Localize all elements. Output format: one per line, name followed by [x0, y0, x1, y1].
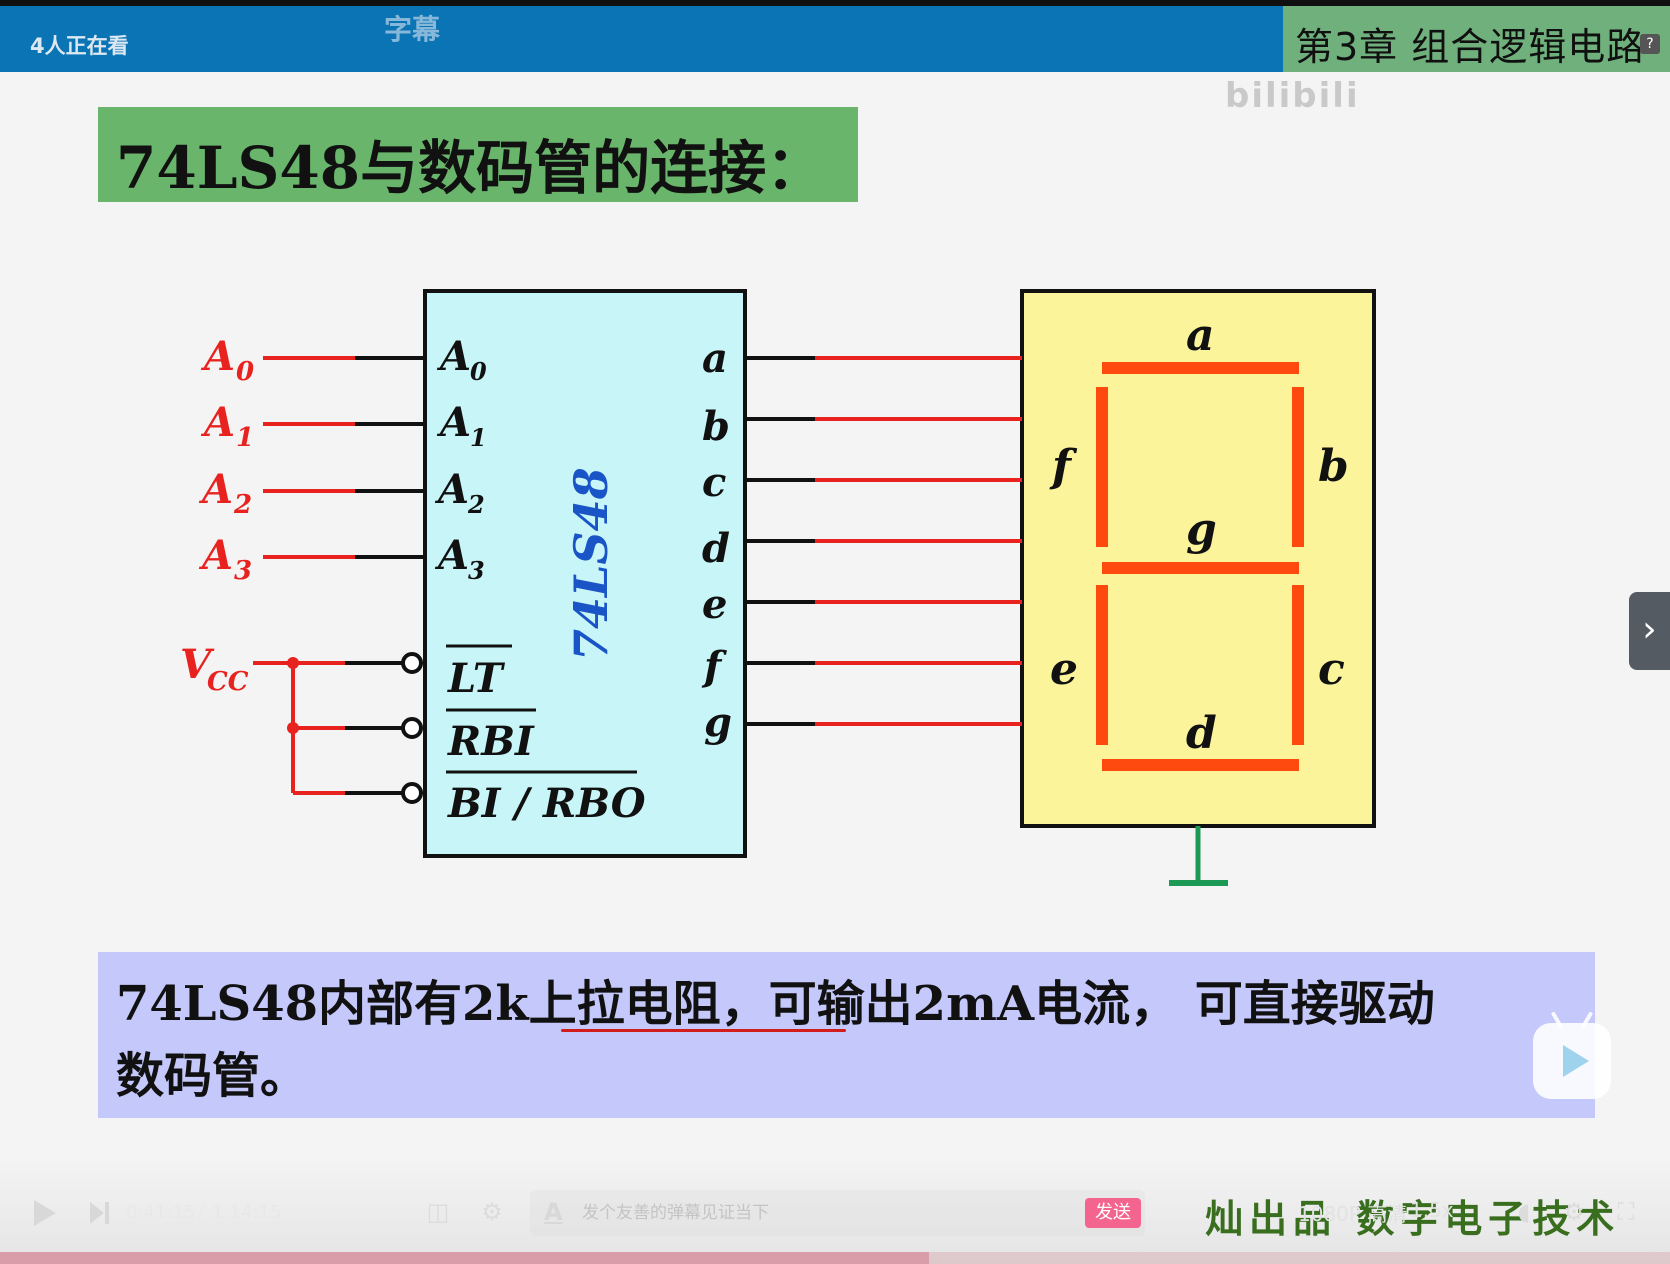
segment-e	[1096, 585, 1108, 745]
inversion-bubble-rbi	[401, 717, 423, 739]
segment-label-b: b	[1318, 441, 1349, 492]
input-label-a2: A	[198, 466, 233, 513]
segment-g	[1102, 562, 1299, 574]
segment-label-e: e	[1050, 644, 1078, 695]
vcc-label: V	[180, 641, 215, 688]
input-wires	[263, 356, 425, 559]
current-time: 0:41:15	[126, 1202, 196, 1223]
send-button[interactable]: 发送	[1085, 1198, 1141, 1228]
help-icon[interactable]: ?	[1640, 34, 1660, 54]
total-time: 1:14:15	[212, 1202, 282, 1223]
seven-segment-display	[1096, 362, 1304, 771]
explanation-line-2: 数码管。	[116, 1048, 309, 1104]
inversion-bubble-bi	[401, 782, 423, 804]
segment-a	[1102, 362, 1299, 374]
danmaku-toggle-icon[interactable]: ◫	[426, 1198, 450, 1226]
input-label-a0: A	[200, 333, 235, 380]
danmaku-input[interactable]	[580, 1198, 1054, 1228]
time-separator: /	[198, 1202, 205, 1223]
chip-pin-a2: A	[434, 466, 469, 513]
output-pin-g: g	[704, 699, 732, 746]
fullscreen-icon[interactable]: ⛶	[1617, 1198, 1635, 1226]
vcc-subscript: CC	[207, 667, 249, 697]
svg-text:1: 1	[470, 423, 487, 452]
bilibili-watermark: bilibili	[1225, 76, 1360, 116]
segment-c	[1292, 585, 1304, 745]
chip-pin-a0: A	[436, 333, 471, 380]
chapter-title: 第3章 组合逻辑电路	[1295, 25, 1646, 69]
annotation-underline	[561, 1029, 846, 1032]
pin-rbi: RBI	[447, 718, 535, 765]
progress-fill	[0, 1252, 929, 1264]
svg-text:0: 0	[470, 357, 487, 386]
chip-body	[423, 289, 747, 858]
pin-lt: LT	[447, 655, 506, 702]
output-pin-e: e	[702, 581, 727, 628]
next-episode-icon[interactable]	[90, 1202, 110, 1226]
play-icon[interactable]	[34, 1200, 56, 1226]
player-top-bar: 4人正在看 字幕 第3章 组合逻辑电路 ?	[0, 6, 1670, 72]
segment-d	[1102, 759, 1299, 771]
progress-bar[interactable]	[0, 1252, 1670, 1264]
player-controls: 0:41:15 / 1:14:15 ◫ ⚙ A 发送 灿出品 数字电子技术 10…	[0, 1156, 1670, 1264]
danmaku-settings-icon[interactable]: ⚙	[481, 1198, 503, 1226]
display-body	[1020, 289, 1376, 828]
input-sub-2: 2	[233, 490, 252, 520]
danmaku-bar: A 发送	[530, 1190, 1145, 1236]
explanation-box: 74LS48内部有2k上拉电阻，可输出2mA电流， 可直接驱动 数码管。	[98, 952, 1595, 1118]
segment-b	[1292, 387, 1304, 547]
pin-bi-rbo: BI / RBO	[447, 780, 646, 827]
mini-player-icon[interactable]	[1533, 1011, 1611, 1099]
explanation-line-1: 74LS48内部有2k上拉电阻，可输出2mA电流， 可直接驱动	[116, 976, 1435, 1032]
volume-icon[interactable]: ◖	[1517, 1198, 1531, 1226]
ground-symbol	[1169, 826, 1228, 886]
danmaku-style-icon[interactable]: A	[544, 1198, 563, 1226]
output-pin-d: d	[702, 525, 730, 572]
segment-label-d: d	[1186, 708, 1217, 759]
slide-title-box: 74LS48与数码管的连接：	[98, 107, 858, 202]
slide-title: 74LS48与数码管的连接：	[116, 134, 825, 202]
chip-pin-a1: A	[436, 399, 471, 446]
subtitle-button[interactable]: 字幕	[384, 13, 441, 46]
segment-label-g: g	[1186, 504, 1217, 555]
segment-label-c: c	[1318, 644, 1345, 695]
chapter-banner: 第3章 组合逻辑电路 ?	[1283, 6, 1670, 72]
inversion-bubble-lt	[401, 652, 423, 674]
output-pin-c: c	[702, 459, 726, 506]
quality-selector[interactable]: 1080P 高清	[1298, 1202, 1408, 1226]
settings-icon[interactable]: ⚙	[1563, 1198, 1585, 1226]
input-sub-3: 3	[234, 556, 252, 586]
segment-label-a: a	[1186, 310, 1215, 361]
channel-watermark: 灿出品 数字电子技术	[1205, 1197, 1621, 1241]
output-pin-b: b	[702, 403, 730, 450]
input-label-a1: A	[200, 399, 235, 446]
segment-f	[1096, 387, 1108, 547]
input-sub-1: 1	[236, 423, 254, 453]
expand-panel-button[interactable]: ›	[1629, 592, 1670, 670]
chip-pin-a3: A	[434, 532, 469, 579]
explanation-text: 74LS48内部有2k上拉电阻，可输出2mA电流， 可直接驱动 数码管。	[116, 968, 1556, 1112]
circuit-diagram: A 0 A 1 A 2 A 3 V CC A 0 A 1 A 2 A 3 LT …	[180, 289, 1376, 886]
svg-text:3: 3	[468, 556, 485, 585]
output-wires	[745, 356, 1022, 726]
input-sub-0: 0	[236, 357, 254, 387]
video-player[interactable]: 4人正在看 字幕 第3章 组合逻辑电路 ? bilibili 74LS48与数码…	[0, 6, 1670, 1264]
chip-label: 74LS48	[564, 467, 618, 661]
speed-selector[interactable]: 1.5x	[1410, 1198, 1454, 1222]
output-pin-a: a	[702, 335, 728, 382]
svg-text:2: 2	[467, 490, 485, 519]
viewer-count: 4人正在看	[30, 34, 129, 58]
vcc-wires	[253, 652, 423, 804]
input-label-a3: A	[198, 532, 233, 579]
